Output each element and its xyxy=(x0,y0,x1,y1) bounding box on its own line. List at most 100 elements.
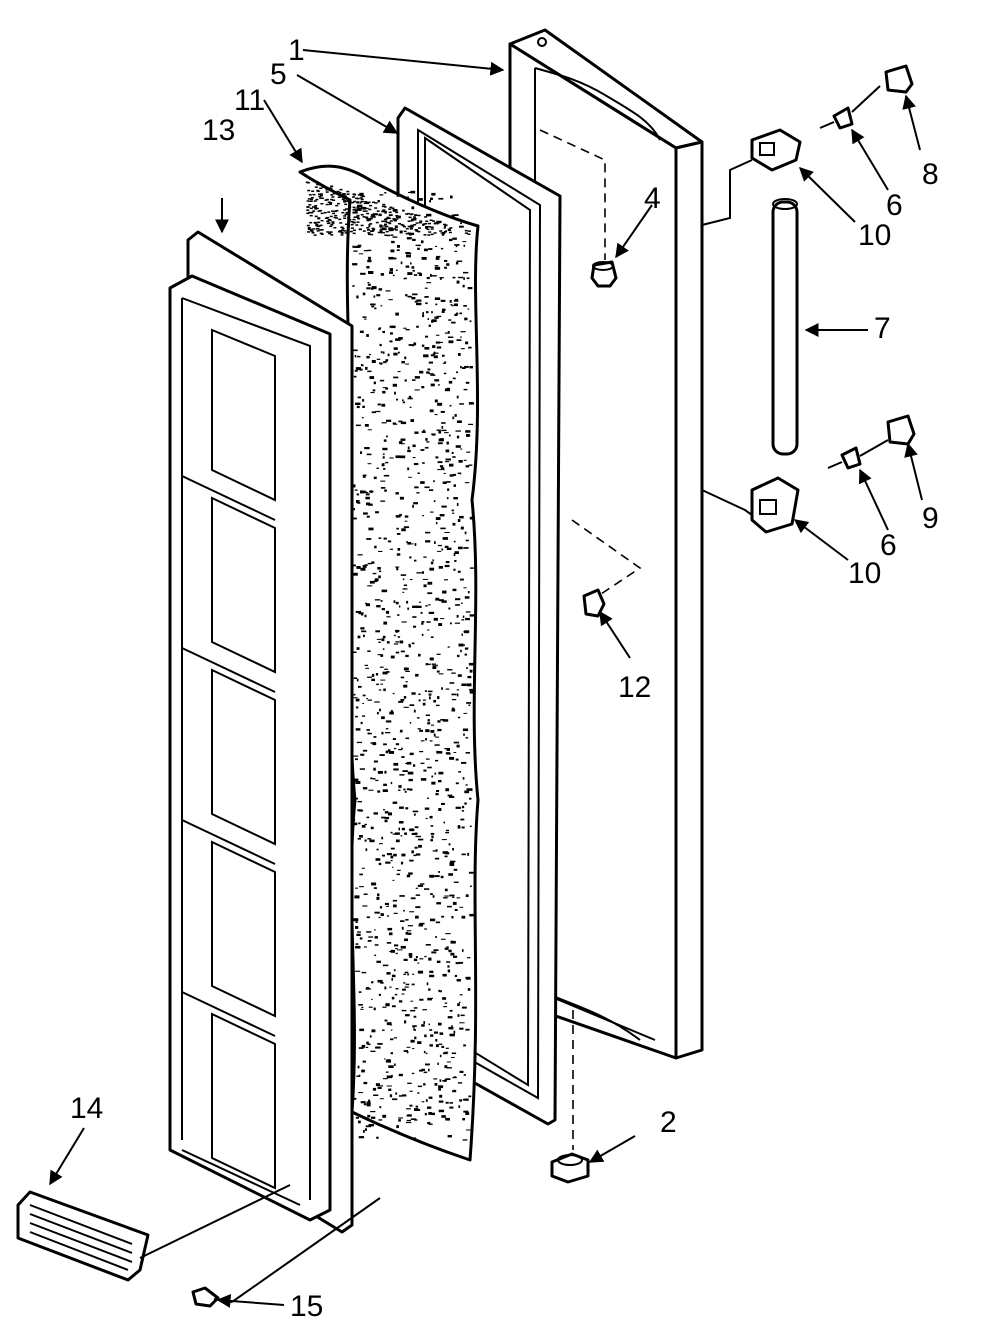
foam-speckle xyxy=(400,438,406,441)
foam-speckle xyxy=(404,986,409,988)
foam-speckle xyxy=(390,234,394,236)
foam-speckle xyxy=(428,611,435,614)
foam-speckle xyxy=(378,213,382,216)
foam-speckle xyxy=(448,843,451,846)
foam-speckle xyxy=(416,299,422,302)
foam-speckle xyxy=(387,927,393,931)
foam-speckle xyxy=(398,749,403,751)
foam-speckle xyxy=(366,266,370,269)
foam-speckle xyxy=(401,827,405,831)
foam-speckle xyxy=(411,297,416,300)
foam-speckle xyxy=(411,850,414,854)
foam-speckle xyxy=(321,186,325,189)
foam-speckle xyxy=(385,217,389,220)
foam-speckle xyxy=(447,228,451,230)
foam-speckle xyxy=(316,230,320,232)
foam-speckle xyxy=(358,1074,361,1077)
foam-speckle xyxy=(404,938,408,942)
foam-speckle xyxy=(452,215,455,217)
foam-speckle xyxy=(414,1119,418,1121)
foam-speckle xyxy=(365,216,369,218)
foam-speckle xyxy=(431,951,437,954)
foam-speckle xyxy=(451,708,456,712)
foam-speckle xyxy=(468,871,474,874)
foam-speckle xyxy=(344,232,348,234)
foam-speckle xyxy=(390,332,393,335)
foam-speckle xyxy=(452,512,455,514)
foam-speckle xyxy=(379,343,382,347)
foam-speckle xyxy=(351,201,355,204)
foam-speckle xyxy=(434,222,438,224)
foam-speckle xyxy=(415,894,421,896)
foam-speckle xyxy=(346,190,350,193)
foam-speckle xyxy=(389,548,393,550)
foam-speckle xyxy=(460,526,464,530)
foam-speckle xyxy=(379,754,385,756)
foam-speckle xyxy=(429,1044,433,1047)
foam-speckle xyxy=(442,973,447,977)
foam-speckle xyxy=(358,822,361,825)
foam-speckle xyxy=(413,219,417,221)
foam-speckle xyxy=(422,462,425,464)
foam-speckle xyxy=(453,741,460,744)
foam-speckle xyxy=(368,208,372,211)
foam-speckle xyxy=(365,667,369,669)
foam-speckle xyxy=(384,1019,388,1022)
foam-speckle xyxy=(417,198,423,201)
foam-speckle xyxy=(320,212,324,215)
foam-speckle xyxy=(409,579,413,581)
foam-speckle xyxy=(358,209,362,211)
foam-speckle xyxy=(409,556,412,559)
foam-speckle xyxy=(456,371,459,374)
foam-speckle xyxy=(413,813,416,816)
foam-speckle xyxy=(395,641,399,643)
foam-speckle xyxy=(467,233,471,235)
foam-speckle xyxy=(350,223,354,226)
foam-speckle xyxy=(389,228,392,230)
foam-speckle xyxy=(356,500,360,503)
foam-speckle xyxy=(433,1031,439,1034)
foam-speckle xyxy=(331,210,335,212)
foam-speckle xyxy=(459,1027,464,1030)
foam-speckle xyxy=(436,429,441,431)
foam-speckle xyxy=(428,1068,430,1072)
foam-speckle xyxy=(375,630,380,633)
foam-speckle xyxy=(425,220,429,222)
foam-speckle xyxy=(336,190,340,193)
foam-speckle xyxy=(454,244,460,246)
foam-speckle xyxy=(445,1117,447,1120)
foam-speckle xyxy=(453,553,456,556)
foam-speckle xyxy=(374,545,377,549)
foam-speckle xyxy=(433,700,436,703)
foam-speckle xyxy=(438,808,442,811)
foam-speckle xyxy=(438,430,442,434)
foam-speckle xyxy=(434,379,440,382)
foam-speckle xyxy=(405,1014,410,1017)
foam-speckle xyxy=(382,635,386,639)
callout-7: 7 xyxy=(874,312,891,345)
foam-speckle xyxy=(443,821,446,824)
foam-speckle xyxy=(306,182,310,184)
foam-speckle xyxy=(435,759,439,762)
foam-speckle xyxy=(344,203,348,206)
foam-speckle xyxy=(361,630,367,633)
foam-speckle xyxy=(456,689,459,691)
foam-speckle xyxy=(436,960,441,963)
foam-speckle xyxy=(461,633,463,636)
foam-speckle xyxy=(469,797,472,800)
foam-speckle xyxy=(408,645,411,648)
foam-speckle xyxy=(395,948,398,950)
foam-speckle xyxy=(381,731,384,735)
foam-speckle xyxy=(449,1102,453,1104)
foam-speckle xyxy=(421,1068,425,1071)
foam-speckle xyxy=(415,229,419,231)
foam-speckle xyxy=(367,1114,371,1118)
foam-speckle xyxy=(424,807,430,810)
foam-speckle xyxy=(377,654,381,656)
foam-speckle xyxy=(420,740,425,742)
foam-speckle xyxy=(368,789,374,791)
foam-speckle xyxy=(308,204,312,206)
foam-speckle xyxy=(388,751,395,754)
foam-speckle xyxy=(393,969,396,972)
callout-10-lower: 10 xyxy=(848,557,881,590)
